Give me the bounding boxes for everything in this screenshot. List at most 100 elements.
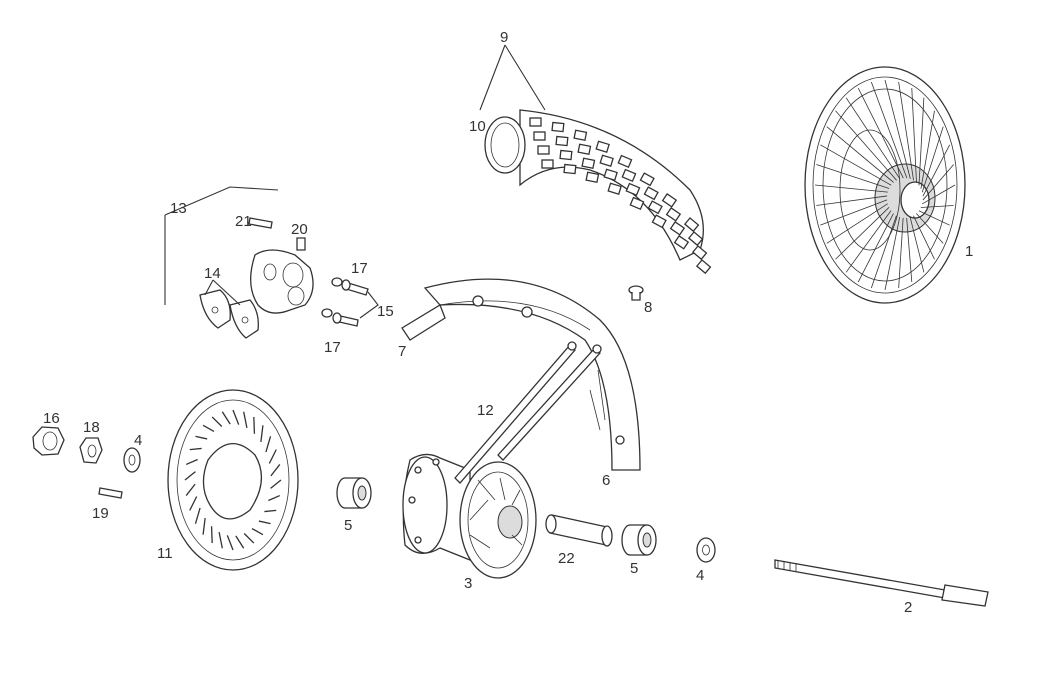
front-wheel-assembly [804, 66, 966, 304]
label-part-5a: 5 [344, 517, 352, 534]
leader-lines [164, 44, 546, 319]
tread-block [529, 117, 542, 127]
tread-block [573, 129, 588, 142]
tread-block [607, 182, 622, 195]
disc-slot [243, 533, 255, 544]
wheel-spoke [845, 210, 892, 273]
disc-slot [185, 483, 196, 496]
wheel-spoke [816, 164, 890, 189]
tread-block [581, 157, 596, 170]
tread-block [541, 159, 554, 169]
label-part-1: 1 [965, 243, 973, 260]
wheel-spoke [870, 81, 908, 179]
tread-block [647, 200, 663, 215]
fender-stays [454, 341, 602, 484]
tread-block [599, 154, 614, 167]
disc-slot [195, 435, 208, 440]
tread-block [625, 182, 641, 197]
wheel-spoke [918, 97, 925, 186]
bleed-screw-20 [296, 237, 306, 251]
wheel-spoke [913, 215, 935, 260]
disc-slot [189, 447, 202, 451]
wheel-spoke [857, 87, 904, 179]
label-part-19: 19 [92, 505, 109, 522]
tread-block [695, 259, 712, 275]
tread-block [617, 154, 633, 169]
disc-slot [253, 416, 256, 434]
label-part-20: 20 [291, 221, 308, 238]
label-part-9: 9 [500, 29, 508, 46]
tread-block [533, 131, 546, 141]
wheel-spoke [920, 205, 954, 208]
label-part-14: 14 [204, 265, 221, 282]
tread-block [551, 121, 565, 133]
front-fender [401, 278, 641, 471]
wheel-spoke [814, 184, 888, 193]
tread-block [577, 143, 592, 156]
wheel-spoke [911, 87, 917, 183]
label-part-4b: 4 [696, 567, 704, 584]
brake-caliper [250, 249, 314, 314]
nut-18 [79, 437, 103, 464]
wheel-spoke [816, 195, 888, 206]
tread-block [651, 214, 667, 229]
label-part-8: 8 [644, 299, 652, 316]
disc-slot [270, 479, 282, 489]
tread-block [665, 207, 682, 222]
disc-slot [264, 509, 277, 513]
tread-block [629, 196, 645, 211]
wheel-spoke [921, 184, 956, 205]
wheel-spoke [921, 126, 944, 193]
tread-block [621, 168, 637, 183]
label-part-17a: 17 [351, 260, 368, 277]
washer-right [696, 537, 716, 563]
tread-block [595, 140, 610, 153]
spacer-22 [545, 514, 613, 547]
tread-block [563, 163, 577, 175]
washer-left [123, 447, 141, 473]
tread-block [661, 193, 678, 208]
tread-block [537, 145, 550, 155]
label-part-13: 13 [170, 200, 187, 217]
wheel-spoke [884, 79, 911, 179]
tread-block [639, 172, 655, 187]
tread-block [585, 171, 600, 184]
caliper-bolt-lower [321, 308, 359, 327]
disc-slot [184, 471, 196, 481]
screw-8 [628, 285, 644, 301]
pin-21 [248, 217, 273, 229]
disc-slot [226, 535, 234, 551]
wheel-spoke [922, 164, 954, 201]
brake-disc [167, 389, 299, 571]
label-part-11: 11 [157, 545, 173, 562]
tread-block [555, 135, 569, 147]
disc-slot [202, 517, 206, 535]
wheel-spoke [835, 110, 897, 181]
wheel-spoke [898, 81, 914, 181]
wheel-spoke [870, 215, 897, 289]
front-axle [774, 559, 989, 607]
disc-slot [202, 424, 215, 433]
disc-slot [268, 449, 277, 464]
tread-block [673, 235, 690, 250]
label-part-17b: 17 [324, 339, 341, 356]
disc-slot [211, 416, 223, 427]
wheel-spoke [906, 217, 913, 283]
disc-slot [265, 436, 272, 453]
disc-slot [243, 411, 248, 429]
wheel-spoke [922, 144, 951, 197]
disc-slot [185, 458, 198, 466]
tread-block [691, 245, 708, 261]
disc-slot [218, 531, 223, 549]
label-part-3: 3 [464, 575, 472, 592]
tread-block [603, 168, 618, 181]
wheel-hub [402, 453, 537, 579]
wheel-spoke [820, 199, 888, 226]
axle-nut-16 [32, 426, 65, 456]
disc-slot [210, 526, 213, 544]
tread-block [643, 186, 659, 201]
wheel-spoke [826, 203, 888, 244]
label-part-12: 12 [477, 402, 494, 419]
wheel-spoke [857, 213, 894, 283]
